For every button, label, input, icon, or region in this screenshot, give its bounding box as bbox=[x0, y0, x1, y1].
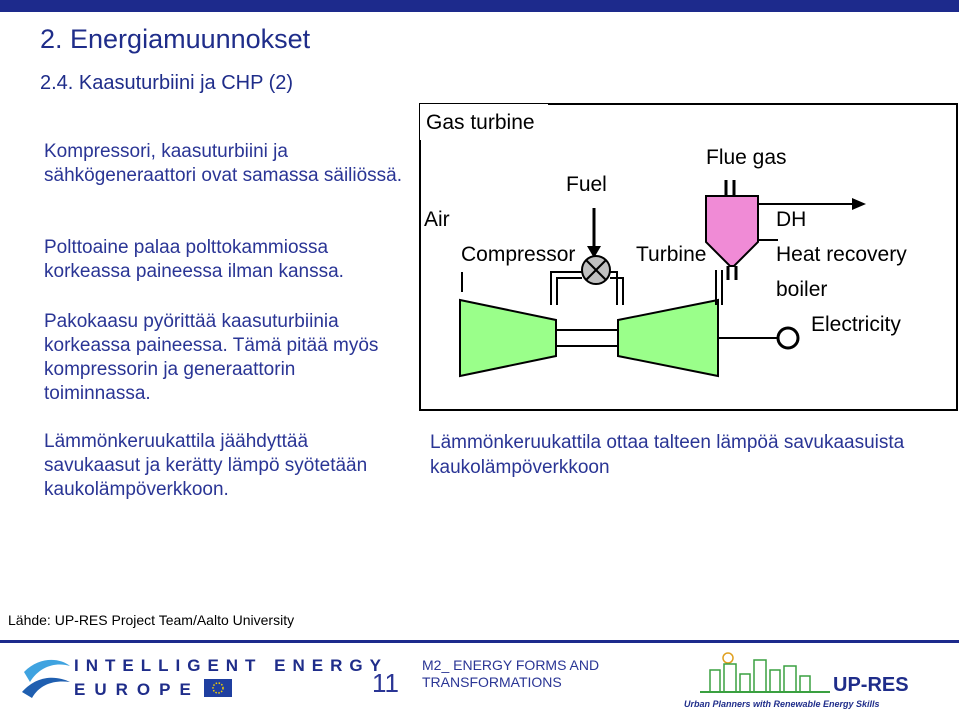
heat-recovery-boiler-shape bbox=[705, 195, 759, 267]
page-number: 11 bbox=[372, 668, 399, 698]
iee-logo-line1: INTELLIGENT ENERGY bbox=[74, 656, 388, 675]
dh-arrow-icon bbox=[758, 198, 866, 210]
turbine-shape bbox=[617, 298, 719, 378]
gas-turbine-label: Gas turbine bbox=[426, 111, 535, 134]
intelligent-energy-swoosh-icon bbox=[22, 659, 70, 698]
slide-subtitle: 2.4. Kaasuturbiini ja CHP (2) bbox=[40, 72, 294, 94]
gas-turbine-diagram: Gas turbine Air Compressor Fuel Turbine … bbox=[419, 103, 958, 411]
air-label: Air bbox=[424, 208, 450, 231]
paragraph-2: Polttoaine palaa polttokammiossa korkeas… bbox=[44, 237, 344, 282]
fuel-label: Fuel bbox=[566, 173, 607, 196]
gas-turbine-box bbox=[419, 103, 958, 411]
top-bar bbox=[0, 0, 959, 12]
paragraph-1: Kompressori, kaasuturbiini ja sähkögener… bbox=[44, 141, 403, 186]
diagram-caption: Lämmönkeruukattila ottaa talteen lämpöä … bbox=[430, 432, 905, 478]
turbine-label: Turbine bbox=[636, 243, 706, 266]
iee-logo-line2: EUROPE bbox=[74, 680, 200, 699]
generator-icon bbox=[776, 326, 800, 350]
boiler-pipe-stubs-icon bbox=[726, 266, 738, 280]
module-title: M2_ ENERGY FORMS AND TRANSFORMATIONS bbox=[422, 657, 600, 690]
paragraph-3: Pakokaasu pyörittää kaasuturbiinia korke… bbox=[44, 311, 379, 404]
dh-label: DH bbox=[776, 208, 806, 231]
eu-flag-icon bbox=[204, 679, 232, 697]
compressor-label: Compressor bbox=[461, 243, 575, 266]
boiler-label: boiler bbox=[776, 278, 827, 301]
footer-divider bbox=[0, 640, 959, 643]
up-res-city-skyline-icon bbox=[700, 652, 830, 693]
flue-gas-label: Flue gas bbox=[706, 146, 787, 169]
up-res-logo-text: UP-RES bbox=[833, 674, 909, 696]
combustion-valve-icon bbox=[581, 255, 611, 285]
shaft-shape bbox=[555, 329, 619, 347]
electricity-label: Electricity bbox=[811, 313, 901, 336]
fuel-arrow-icon bbox=[587, 208, 601, 258]
flue-gas-outlet-icon bbox=[724, 180, 736, 196]
up-res-tagline: Urban Planners with Renewable Energy Ski… bbox=[684, 699, 880, 709]
compressor-shape bbox=[459, 298, 557, 378]
paragraph-4: Lämmönkeruukattila jäähdyttää savukaasut… bbox=[44, 431, 368, 500]
heat-recovery-label: Heat recovery bbox=[776, 243, 907, 266]
source-note: Lähde: UP-RES Project Team/Aalto Univers… bbox=[8, 612, 295, 628]
slide-title: 2. Energiamuunnokset bbox=[40, 24, 311, 54]
